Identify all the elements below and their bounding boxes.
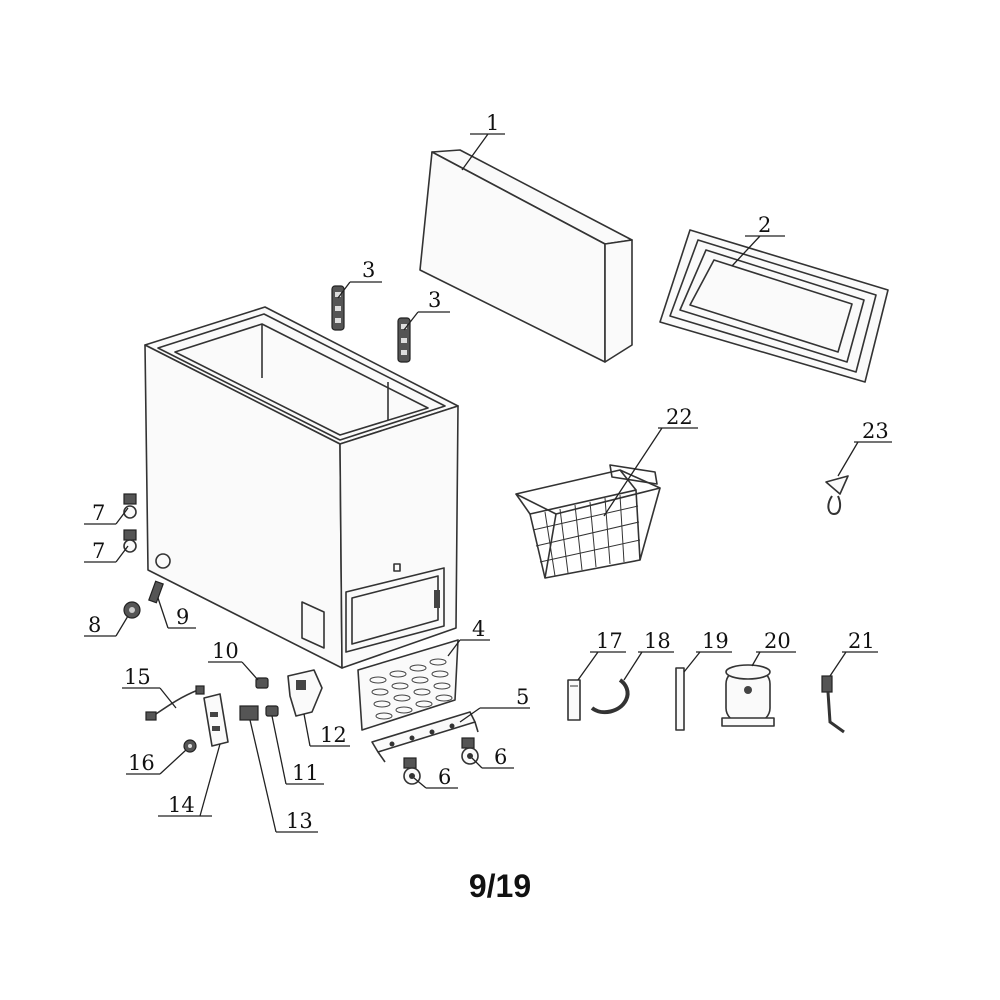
part-wire-basket (515, 464, 661, 579)
callout-2: 2 (758, 213, 771, 237)
callout-11: 11 (292, 761, 319, 785)
callout-21: 21 (848, 629, 875, 653)
callout-7-lower: 7 (92, 539, 105, 563)
part-tube (590, 678, 630, 715)
part-hinge-left (331, 285, 345, 331)
part-base-plate (371, 711, 479, 763)
callout-6-front: 6 (438, 765, 451, 789)
callout-15: 15 (124, 665, 151, 689)
callout-16: 16 (128, 751, 155, 775)
callout-17: 17 (596, 629, 623, 653)
part-foot-lower (123, 529, 137, 553)
callout-22: 22 (666, 405, 693, 429)
callout-23: 23 (862, 419, 889, 443)
callout-13: 13 (286, 809, 313, 833)
leader-lines (84, 133, 892, 833)
callout-19: 19 (702, 629, 729, 653)
part-hinge-right (397, 317, 411, 363)
callout-20: 20 (764, 629, 791, 653)
part-lid (419, 149, 633, 363)
callout-12: 12 (320, 723, 347, 747)
callout-8: 8 (88, 613, 101, 637)
part-sensor (821, 675, 845, 734)
part-power-cord (145, 685, 205, 721)
page-number: 9/19 (468, 868, 532, 904)
part-castor-front (403, 757, 421, 785)
part-compressor (721, 664, 775, 727)
callout-4: 4 (472, 617, 485, 641)
callout-6-rear: 6 (494, 745, 507, 769)
part-door-gasket (659, 229, 889, 383)
part-rear-grille (357, 639, 459, 731)
callout-labels: 1 2 3 3 4 5 6 6 7 7 8 9 10 11 12 13 14 1… (88, 111, 889, 833)
callout-3-right: 3 (428, 288, 441, 312)
callout-3-left: 3 (362, 258, 375, 282)
callout-10: 10 (212, 639, 239, 663)
part-drain-plug (148, 580, 164, 604)
part-relay (239, 705, 259, 721)
part-control-panel (203, 693, 229, 747)
part-bracket (287, 669, 323, 717)
part-fitting (265, 705, 279, 717)
callout-9: 9 (176, 605, 189, 629)
callout-18: 18 (644, 629, 671, 653)
callout-7-upper: 7 (92, 501, 105, 525)
part-grommet (183, 739, 197, 753)
part-foot-upper (123, 493, 137, 519)
callout-1: 1 (486, 111, 499, 135)
part-key (825, 475, 849, 516)
part-castor-rear (461, 737, 479, 765)
part-bar (567, 679, 581, 721)
freezer-cabinet (144, 306, 459, 669)
callout-5: 5 (516, 685, 529, 709)
part-strip (675, 667, 685, 731)
callout-14: 14 (168, 793, 195, 817)
part-connector (255, 677, 269, 689)
part-knob (123, 601, 141, 619)
